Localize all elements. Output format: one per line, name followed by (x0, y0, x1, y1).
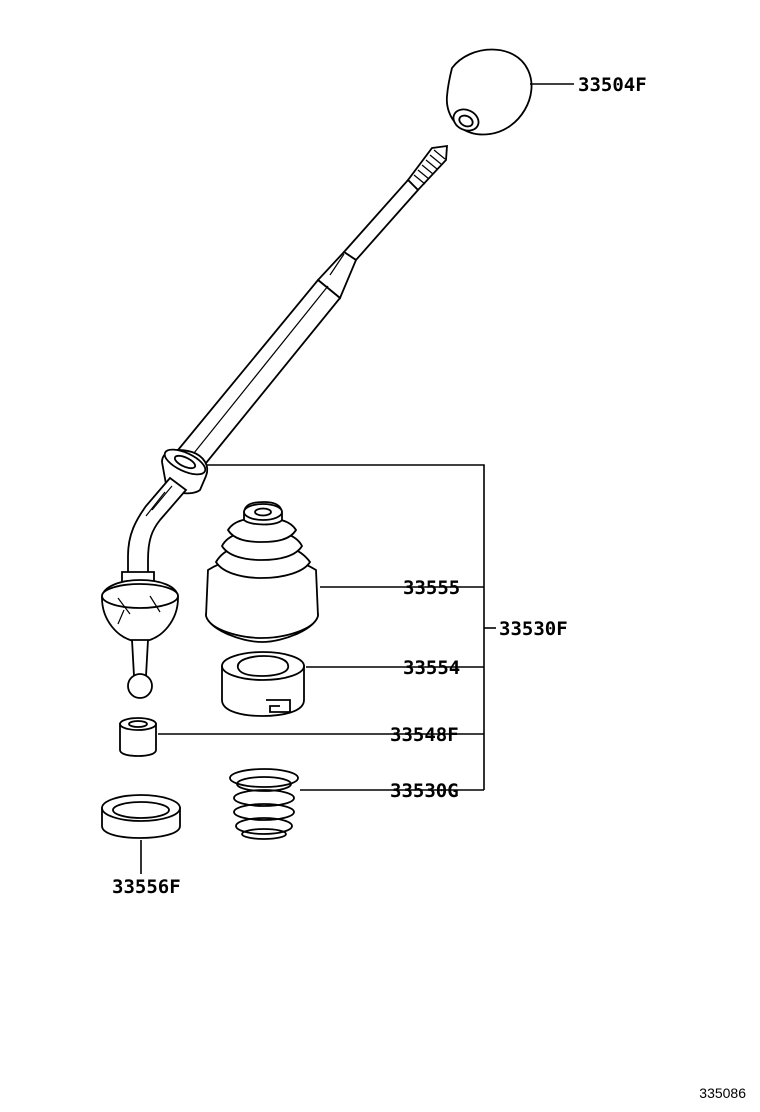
pivot-ball (127, 639, 153, 699)
lever-upper-rod (342, 178, 420, 262)
label-bushing: 33548F (390, 724, 459, 746)
label-knob: 33504F (578, 74, 647, 96)
leader-lines (140, 83, 574, 874)
label-seat: 33554 (403, 657, 460, 679)
label-spring: 33530G (390, 780, 459, 802)
lever-bent-rod (127, 476, 188, 581)
seat[interactable] (221, 651, 305, 717)
boot[interactable] (205, 501, 319, 643)
label-boot: 33555 (403, 577, 460, 599)
shift-knob[interactable] (446, 48, 533, 136)
bushing[interactable] (119, 717, 157, 757)
label-lever-assy: 33530F (499, 618, 568, 640)
lever-main-shaft[interactable] (176, 278, 342, 470)
label-ring: 33556F (112, 876, 181, 898)
ball-joint-cup (101, 571, 179, 643)
ring[interactable] (101, 794, 181, 839)
spring[interactable] (229, 768, 299, 840)
lever-thread (406, 144, 448, 192)
reference-number: 335086 (699, 1085, 746, 1101)
